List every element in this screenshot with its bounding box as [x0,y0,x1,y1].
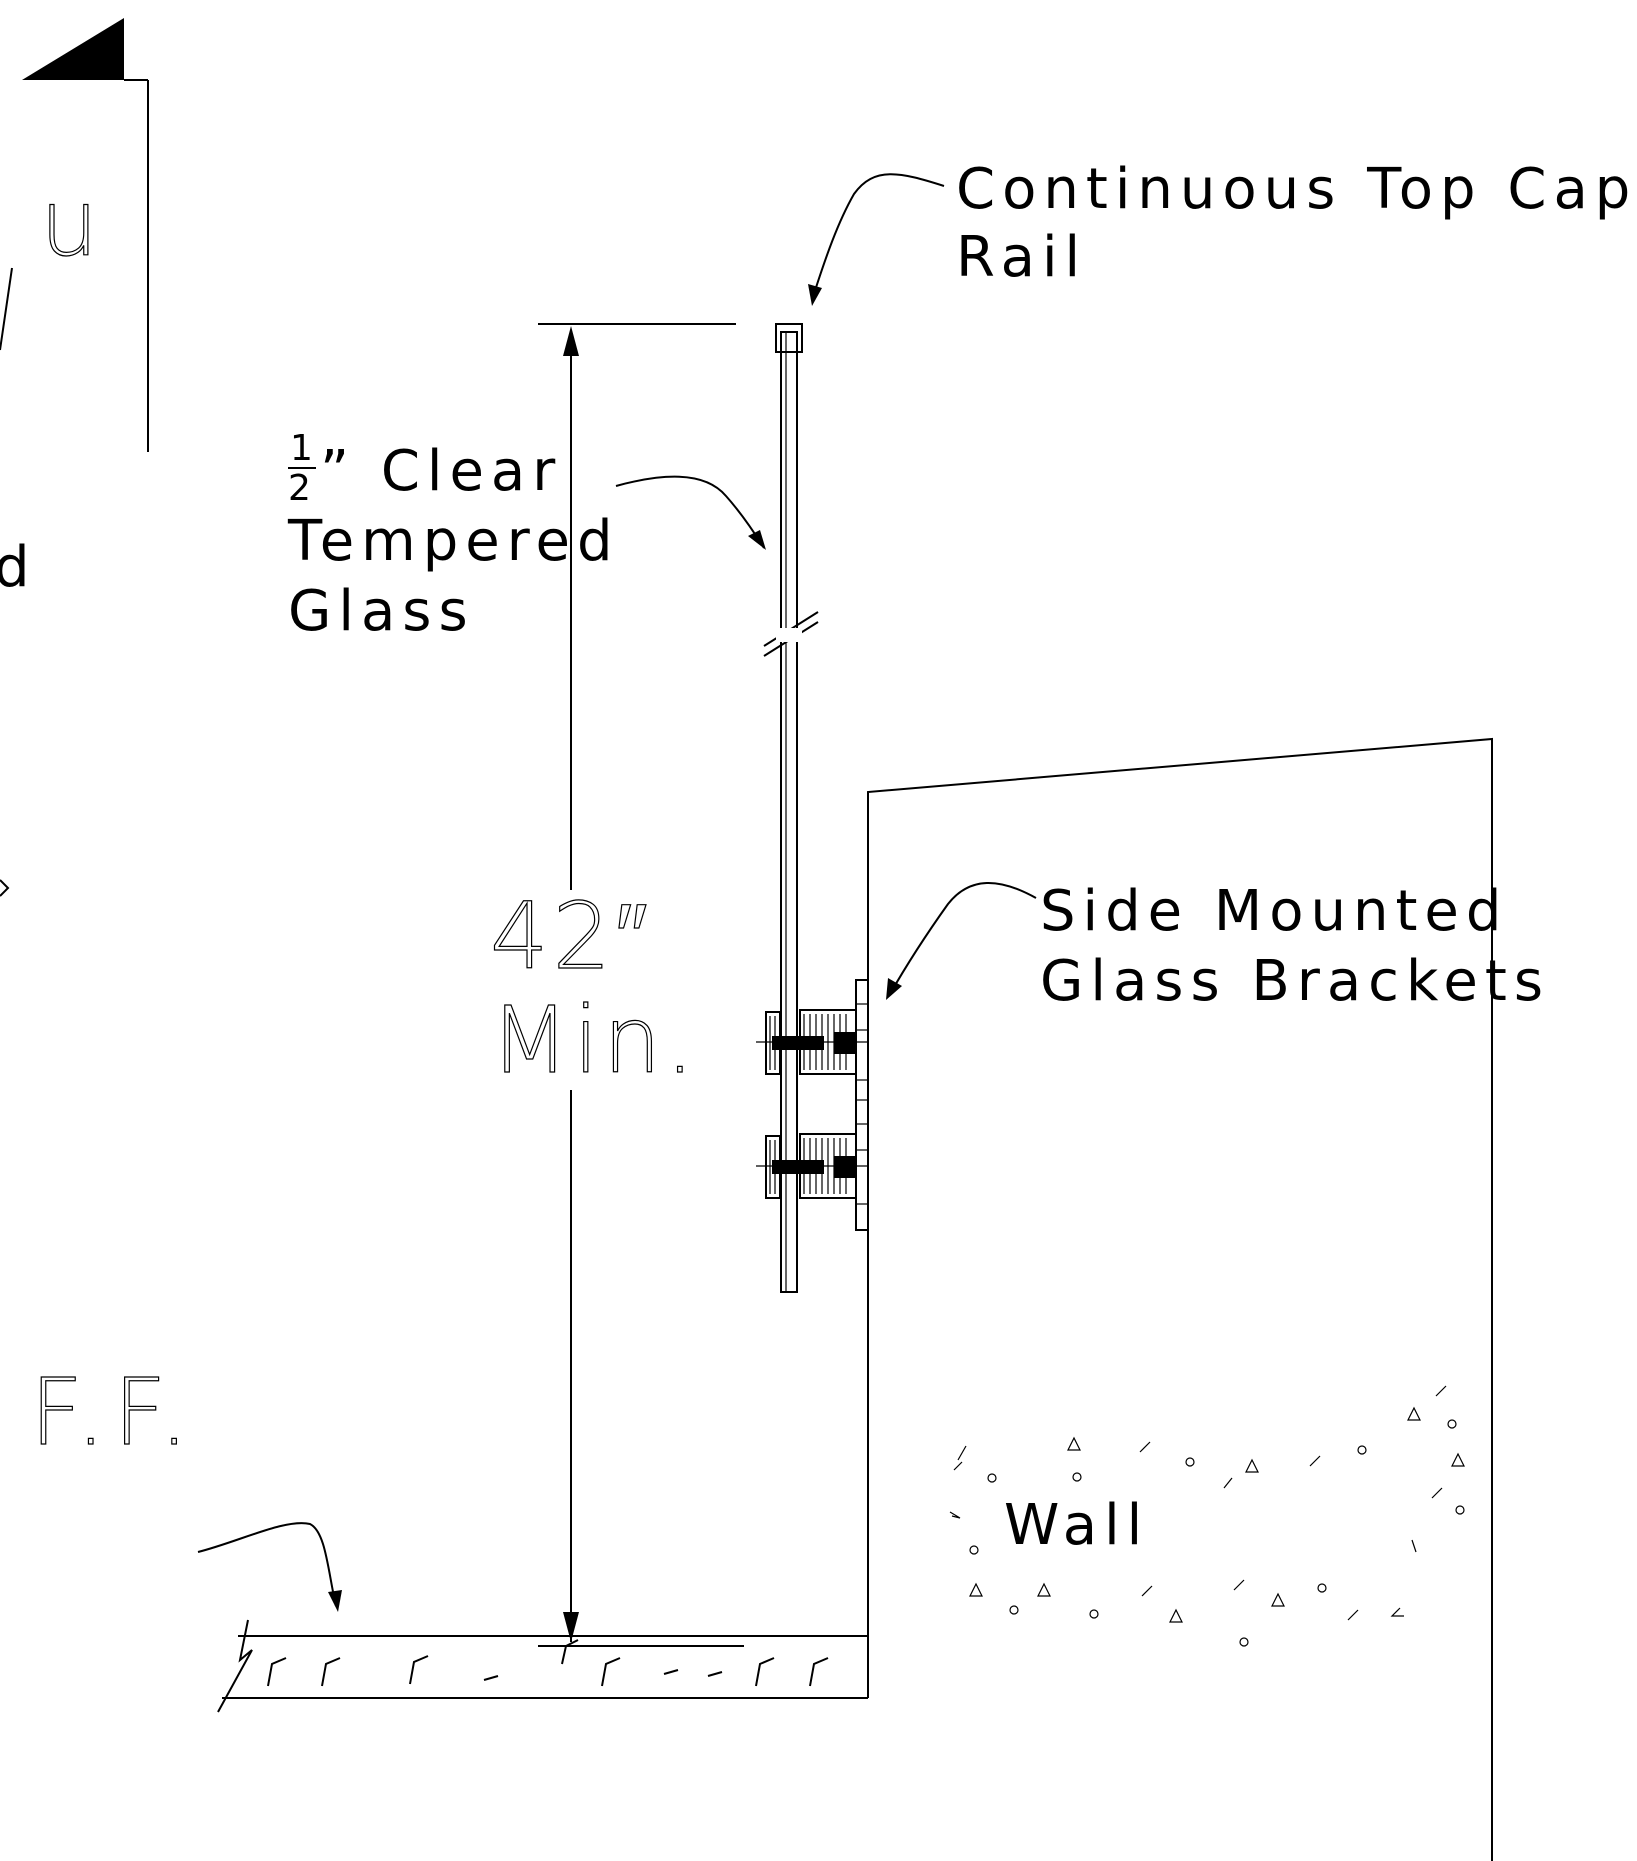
ff-label: F.F. [30,1359,197,1466]
top-cap-label-line1: Continuous Top Cap [956,157,1637,222]
dimension-qualifier: Min. [490,987,699,1094]
height-dimension: 42″ Min. [482,323,736,1642]
bracket-mount-plate [855,979,869,1231]
left-partial-d-text: d [0,535,37,600]
glass-fraction-denominator: 2 [288,468,311,509]
top-cap-label-line2: Rail [956,225,1087,290]
wall-outline [867,737,1493,1861]
brackets-label-line2: Glass Brackets [1040,949,1550,1014]
left-partial-u-text: u [40,170,98,277]
glass-bracket-upper [756,1009,868,1075]
wall-label: Wall [1004,1493,1149,1558]
glass-fraction-numerator: 1 [290,428,313,469]
leader-lines [197,173,1037,1612]
glass-label-line2: Tempered [287,509,620,574]
brackets-leader [889,882,1037,995]
ff-leader [197,1522,337,1607]
left-partial-detail: u d [0,18,149,897]
glass-label-line3: Glass [288,579,475,644]
wall-structure [217,737,1493,1861]
wall-aggregate-hatch [949,1385,1465,1647]
dimension-value: 42″ [490,883,652,990]
glass-bracket-lower [756,1133,868,1199]
slab-hatch [267,1639,829,1687]
section-marker-triangle [22,18,124,80]
top-cap-rail [775,323,803,353]
top-cap-leader [811,173,945,301]
glass-label-line1: ” Clear [320,439,562,504]
brackets-label-line1: Side Mounted [1040,879,1508,944]
glass-leader [615,475,765,549]
callout-labels: Continuous Top Cap Rail 1 2 ” Clear Temp… [29,157,1637,1558]
